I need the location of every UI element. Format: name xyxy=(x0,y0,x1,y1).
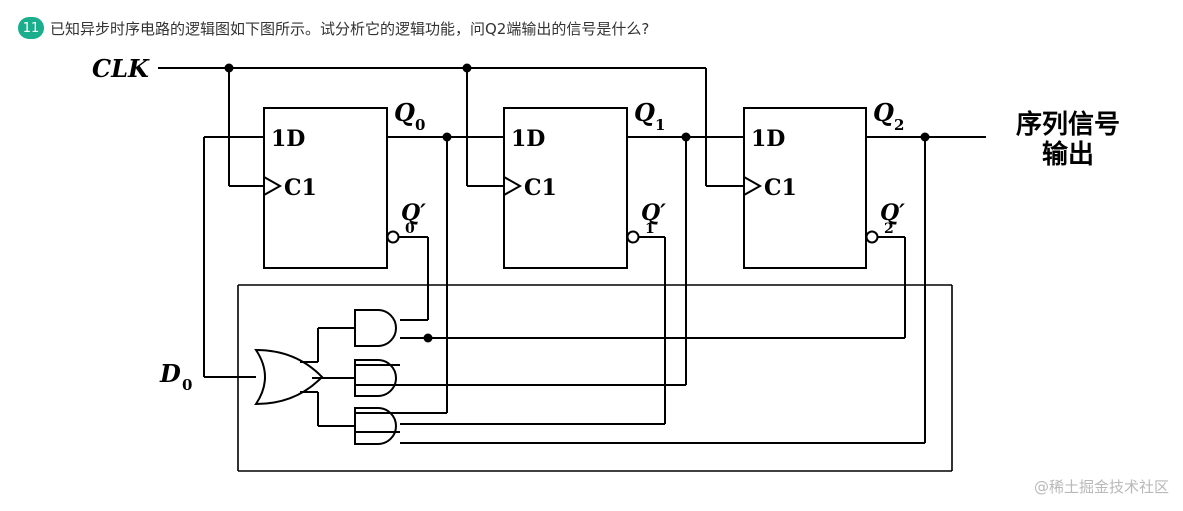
ff0-d-label: 1D xyxy=(271,126,305,152)
d0-label: D xyxy=(159,359,181,388)
question-header: 11 已知异步时序电路的逻辑图如下图所示。试分析它的逻辑功能，问Q2端输出的信号… xyxy=(18,16,649,40)
question-text: 已知异步时序电路的逻辑图如下图所示。试分析它的逻辑功能，问Q2端输出的信号是什么… xyxy=(50,19,650,38)
ff1-qn-sub: 1 xyxy=(645,221,655,237)
ff0-qn-sub: 0 xyxy=(405,221,415,237)
ff1-q-sub: 1 xyxy=(655,116,665,134)
watermark: @稀土掘金技术社区 xyxy=(1033,478,1169,496)
ff0-qn-label: Q′ xyxy=(401,200,426,226)
ff2-qn-label: Q′ xyxy=(880,200,905,226)
ff1-d-label: 1D xyxy=(511,126,545,152)
output-label-line1: 序列信号 xyxy=(1016,109,1120,140)
ff1-q-label: Q xyxy=(634,98,655,127)
clk-label: CLK xyxy=(92,54,150,83)
output-label-line2: 输出 xyxy=(1042,139,1094,170)
ff2-c-label: C1 xyxy=(764,175,797,201)
ff0-q-sub: 0 xyxy=(415,116,425,134)
ff0-c-label: C1 xyxy=(284,175,317,201)
d0-subscript: 0 xyxy=(182,376,192,394)
flipflop-0-body xyxy=(263,107,388,269)
ff0-q-label: Q xyxy=(394,98,415,127)
flipflop-1-body xyxy=(503,107,628,269)
ff2-qn-sub: 2 xyxy=(884,221,894,237)
flipflop-2-body xyxy=(743,107,867,269)
question-number-badge: 11 xyxy=(18,17,44,39)
ff2-q-label: Q xyxy=(873,98,894,127)
ff1-c-label: C1 xyxy=(524,175,557,201)
ff2-d-label: 1D xyxy=(751,126,785,152)
ff1-qn-label: Q′ xyxy=(641,200,666,226)
ff2-q-sub: 2 xyxy=(894,116,904,134)
